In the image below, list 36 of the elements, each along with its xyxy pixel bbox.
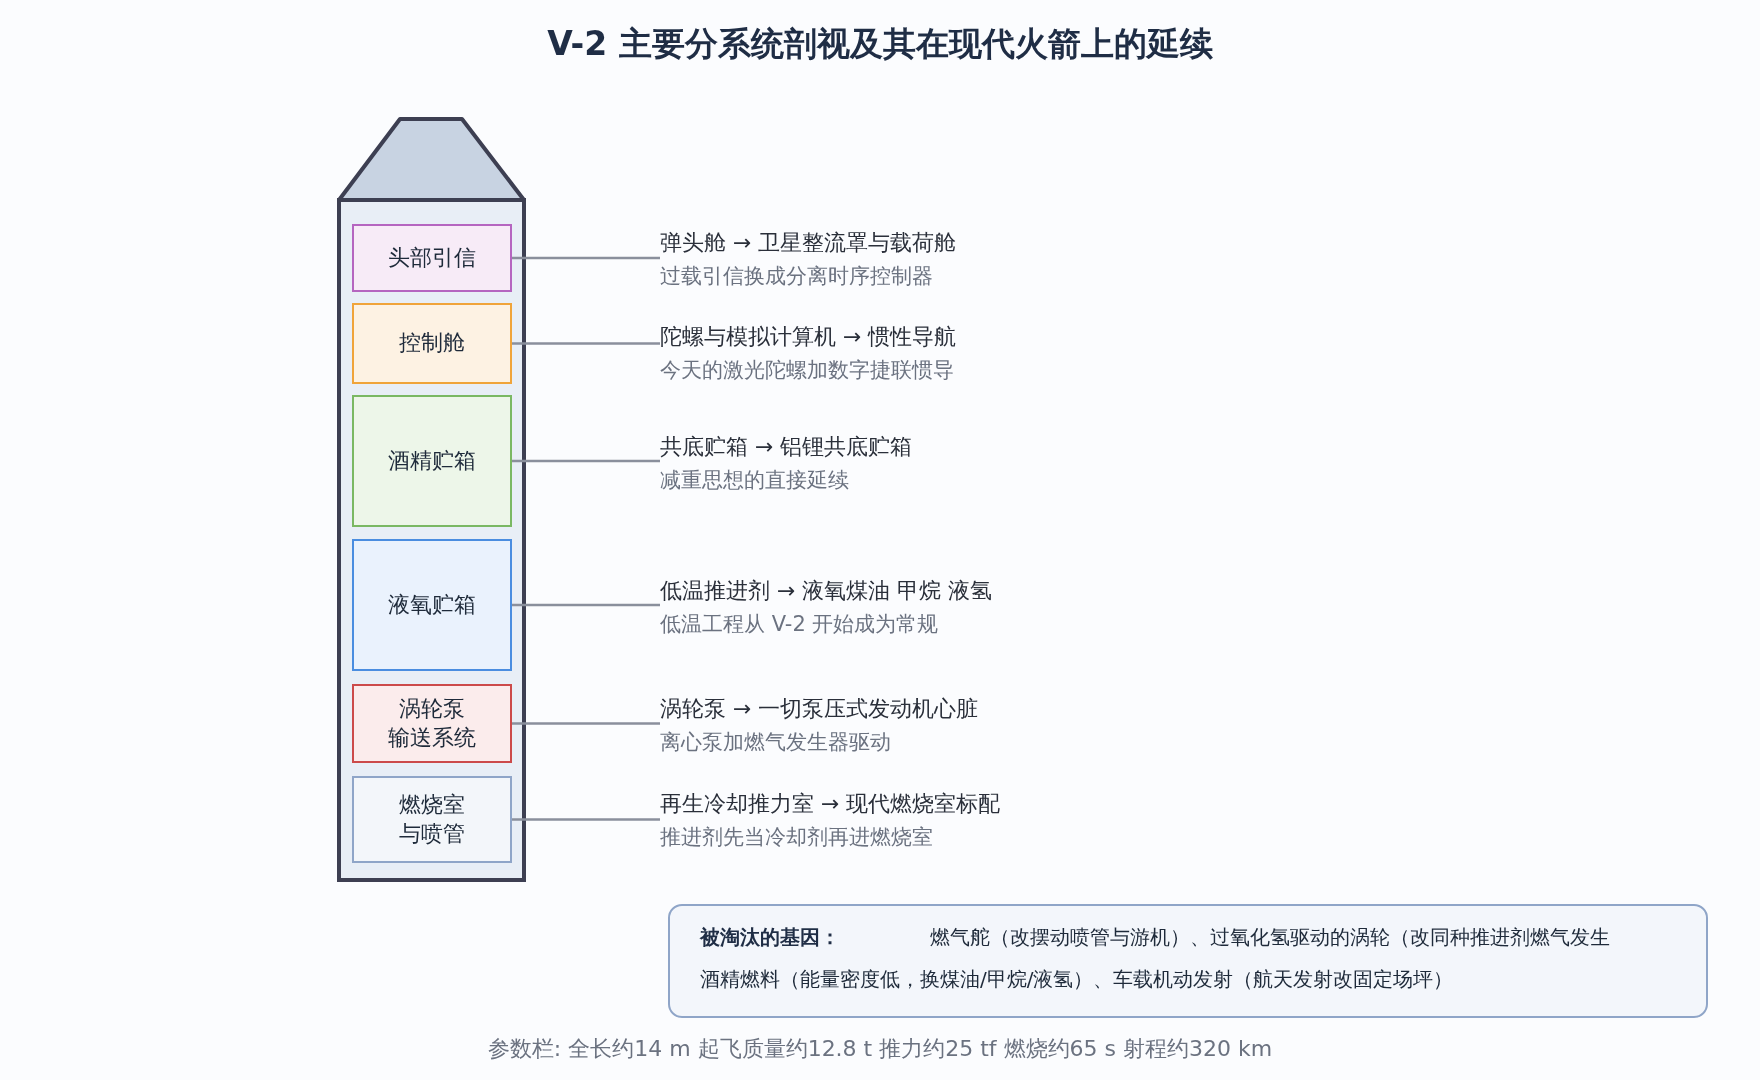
panel-text: 燃气舵（改摆动喷管与游机）、过氧化氢驱动的涡轮（改同种推进剂燃气发生 <box>930 925 1610 949</box>
component-box <box>352 684 512 763</box>
annotation-detail: 过载引信换成分离时序控制器 <box>660 263 934 290</box>
annotation-detail: 推进剂先当冷却剂再进燃烧室 <box>660 824 934 851</box>
component-box <box>352 776 512 863</box>
annotation-title: 再生冷却推力室 → 现代燃烧室标配 <box>660 790 1002 818</box>
annotation-title: 共底贮箱 → 铝锂共底贮箱 <box>660 433 914 461</box>
annotation-title: 陀螺与模拟计算机 → 惯性导航 <box>660 323 958 351</box>
parameter-note: 参数栏: 全长约14 m 起飞质量约12.8 t 推力约25 tf 燃烧约65 s 射程约320 km <box>487 1035 1273 1063</box>
panel-heading: 被淘汰的基因： <box>700 924 841 950</box>
leader-line <box>512 256 660 260</box>
leader-line <box>512 722 660 725</box>
component-box <box>352 395 512 527</box>
annotation-detail: 减重思想的直接延续 <box>660 467 850 494</box>
annotation-detail: 离心泵加燃气发生器驱动 <box>660 729 892 756</box>
component-box <box>352 539 512 671</box>
annotation-detail: 低温工程从 V-2 开始成为常规 <box>660 611 940 638</box>
panel-text: 酒精燃料（能量密度低，换煤油/甲烷/液氢）、车载机动发射（航天发射改固定场坪） <box>700 966 1455 992</box>
leader-line <box>512 459 660 463</box>
component-label: 液氧贮箱 <box>387 590 477 619</box>
component-label: 控制舱 <box>398 329 466 358</box>
diagram-title: V-2 主要分系统剖视及其在现代火箭上的延续 <box>547 23 1213 65</box>
leader-line <box>512 342 660 345</box>
component-label: 涡轮泵输送系统 <box>387 694 477 752</box>
annotation-title: 弹头舱 → 卫星整流罩与载荷舱 <box>660 229 958 257</box>
component-box <box>352 224 512 292</box>
leader-line <box>512 603 660 607</box>
component-label: 酒精贮箱 <box>387 446 477 475</box>
annotation-detail: 今天的激光陀螺加数字捷联惯导 <box>660 357 955 384</box>
annotation-title: 涡轮泵 → 一切泵压式发动机心脏 <box>660 695 980 723</box>
note-panel <box>668 904 1708 1018</box>
leader-line <box>512 818 660 821</box>
annotation-title: 低温推进剂 → 液氧煤油 甲烷 液氢 <box>660 577 994 605</box>
component-label: 头部引信 <box>387 243 477 272</box>
component-label: 燃烧室与喷管 <box>398 790 466 848</box>
component-box <box>352 303 512 384</box>
